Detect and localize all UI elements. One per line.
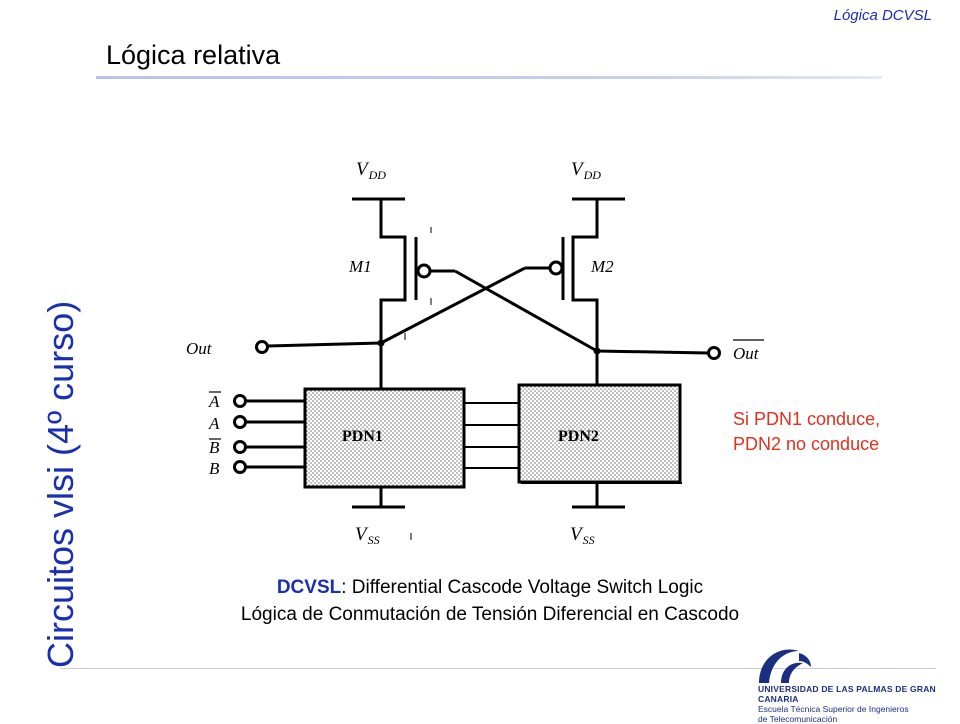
m2-gate-bubble <box>548 260 564 276</box>
input-terminal-b-2 <box>233 460 247 474</box>
school-name-line2: de Telecomunicación <box>758 714 838 724</box>
input-terminal-b <box>233 440 247 454</box>
caption: DCVSL: Differential Cascode Voltage Swit… <box>0 574 960 628</box>
m1-gate-bubble <box>416 263 432 279</box>
caption-line1-rest: : Differential Cascode Voltage Switch Lo… <box>341 577 704 598</box>
m1-label: M1 <box>348 257 372 276</box>
caption-line1: DCVSL: Differential Cascode Voltage Swit… <box>0 574 960 601</box>
vss-right-label: VSS <box>570 524 595 547</box>
outbar-terminal <box>707 346 721 360</box>
university-logo-icon <box>759 649 811 683</box>
outbar-wire <box>596 349 709 355</box>
pdn-note-line2: PDN2 no conduce <box>733 434 880 454</box>
school-name-line1: Escuela Técnica Superior de Ingenieros <box>758 704 909 714</box>
vdd-left-label: VDD <box>356 159 386 182</box>
input-label-b-2: B <box>209 459 220 478</box>
cross-wire-m1-gate-to-outbar <box>454 269 598 353</box>
m2-label: M2 <box>590 257 614 276</box>
out-label: Out <box>186 339 213 358</box>
pdn1-label: PDN1 <box>342 428 383 445</box>
pdn2-box <box>517 383 682 484</box>
header-topic: Lógica DCVSL <box>833 7 932 24</box>
university-name: UNIVERSIDAD DE LAS PALMAS DE GRAN CANARI… <box>758 684 936 704</box>
input-label-b: B <box>209 438 220 457</box>
junction-out <box>377 339 385 347</box>
m2-channel-right <box>571 199 599 389</box>
out-terminal <box>255 340 269 354</box>
input-label-a-2: A <box>208 414 220 433</box>
caption-acronym: DCVSL <box>276 577 342 598</box>
vdd-right-label: VDD <box>571 159 601 182</box>
cross-wire-m2-gate-to-out <box>380 266 526 345</box>
university-logo-text: UNIVERSIDAD DE LAS PALMAS DE GRAN CANARI… <box>758 684 960 724</box>
input-terminal-a-2 <box>233 415 247 429</box>
caption-line2: Lógica de Conmutación de Tensión Diferen… <box>240 604 740 625</box>
slide-title: Lógica relativa <box>106 40 281 70</box>
footer-divider <box>60 668 936 669</box>
pdn-note: Si PDN1 conduce, PDN2 no conduce <box>733 407 880 457</box>
input-terminal-a <box>233 394 247 408</box>
pdn2-label: PDN2 <box>558 428 599 445</box>
outbar-label: Out <box>733 344 760 363</box>
title-divider <box>96 76 882 79</box>
pdn1-box <box>303 387 466 489</box>
pdn-note-line1: Si PDN1 conduce, <box>733 409 881 429</box>
input-label-a: A <box>208 392 220 411</box>
vss-left-label: VSS <box>355 524 380 547</box>
out-wire <box>267 341 382 348</box>
m1-channel-left <box>379 199 407 389</box>
junction-outbar <box>593 347 601 355</box>
